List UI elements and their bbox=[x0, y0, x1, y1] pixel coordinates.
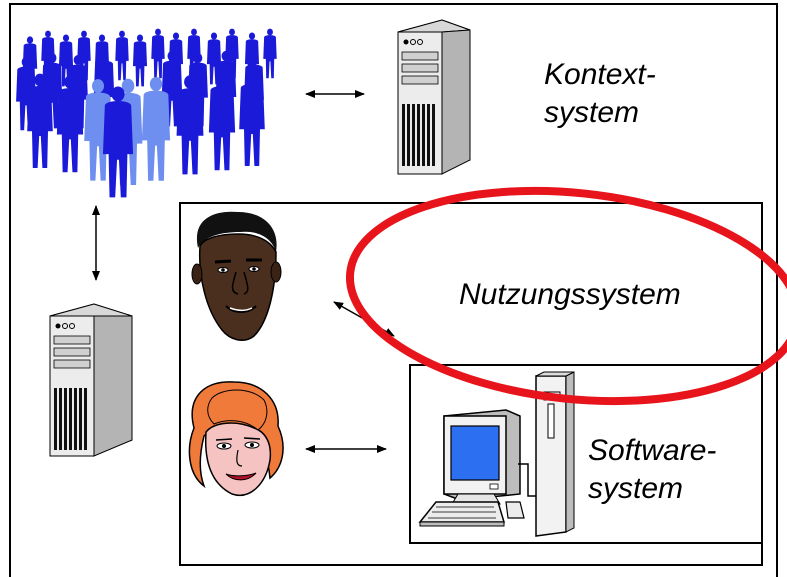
context-system-label-line1: Kontext- bbox=[544, 58, 656, 91]
software-system-label: Software- system bbox=[588, 432, 716, 508]
person-silhouette bbox=[102, 86, 134, 198]
usage-system-label: Nutzungssystem bbox=[459, 276, 681, 314]
usage-system-highlight-ellipse bbox=[345, 186, 787, 406]
man-face-icon bbox=[191, 211, 282, 342]
person-silhouette bbox=[56, 75, 84, 173]
context-system-label: Kontext- system bbox=[544, 56, 656, 132]
person-silhouette bbox=[27, 73, 53, 168]
context-system-frame bbox=[9, 3, 778, 577]
software-system-label-line1: Software- bbox=[588, 434, 717, 467]
person-silhouette bbox=[176, 75, 204, 175]
server-icon bbox=[49, 303, 133, 457]
person-silhouette bbox=[239, 71, 265, 166]
context-system-label-line2: system bbox=[544, 96, 640, 129]
person-silhouette bbox=[141, 76, 171, 181]
software-system-frame bbox=[409, 364, 763, 544]
usage-system-label-text: Nutzungssystem bbox=[459, 278, 681, 311]
crowd-icon bbox=[16, 28, 277, 198]
person-silhouette bbox=[132, 34, 148, 87]
computer-icon bbox=[418, 371, 575, 537]
software-system-label-line2: system bbox=[588, 472, 684, 505]
person-silhouette bbox=[208, 73, 236, 171]
person-silhouette bbox=[151, 28, 165, 79]
server-icon bbox=[397, 19, 471, 175]
woman-face-icon bbox=[188, 381, 284, 496]
person-silhouette bbox=[263, 28, 277, 79]
person-silhouette bbox=[115, 30, 129, 81]
